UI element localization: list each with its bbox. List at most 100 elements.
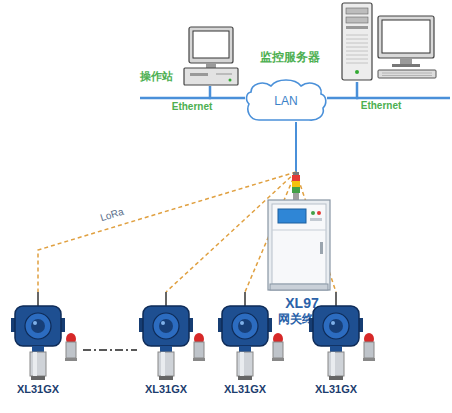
icon-part xyxy=(346,8,368,14)
icon-part xyxy=(30,352,46,376)
icon-part xyxy=(329,376,343,380)
icon-part xyxy=(158,352,174,376)
icon-part xyxy=(216,73,232,75)
gas-detector-icon xyxy=(216,292,290,382)
icon-part xyxy=(268,200,330,290)
gas-detector: XL31GX xyxy=(9,292,83,396)
device-model-label: XL31GX xyxy=(9,382,67,396)
icon-part xyxy=(292,187,300,193)
gas-detector: XL31GX xyxy=(216,292,290,396)
server-icon xyxy=(338,2,438,82)
lora-link xyxy=(38,172,296,292)
monitor-server: 监控服务器 xyxy=(260,2,440,82)
icon-part xyxy=(278,209,306,223)
icon-part xyxy=(229,79,232,82)
icon-part xyxy=(330,346,342,352)
gateway-cabinet xyxy=(258,172,338,292)
icon-part xyxy=(31,319,45,333)
icon-part xyxy=(239,346,251,352)
icon-part xyxy=(323,313,349,339)
gas-detector: XL31GX xyxy=(137,292,211,396)
icon-part xyxy=(392,64,420,67)
icon-part xyxy=(378,16,434,58)
icon-part xyxy=(237,352,253,376)
computer-icon xyxy=(182,26,240,86)
gateway-terminal: XL97网关终端 xyxy=(258,172,346,327)
icon-part xyxy=(293,193,299,200)
icon-part xyxy=(25,313,51,339)
icon-part xyxy=(346,35,368,63)
network-line xyxy=(210,86,245,98)
icon-part xyxy=(382,73,432,76)
icon-part xyxy=(292,175,300,181)
icon-part xyxy=(238,319,252,333)
icon-part xyxy=(222,306,268,346)
icon-part xyxy=(143,306,189,346)
icon-part xyxy=(190,73,208,76)
icon-part xyxy=(364,342,374,358)
icon-part xyxy=(355,70,359,74)
edge-label-holder: LoRa xyxy=(98,206,126,225)
icon-part xyxy=(31,376,45,380)
icon-part xyxy=(33,321,37,325)
icon-part xyxy=(270,284,328,290)
icon-part xyxy=(247,80,326,120)
icon-part xyxy=(317,211,321,215)
icon-part xyxy=(363,358,375,361)
icon-part xyxy=(329,319,343,333)
bus-chain-line xyxy=(83,349,137,350)
connection-label: Ethernet xyxy=(360,100,403,112)
icon-part xyxy=(346,26,368,29)
connection-label: LoRa xyxy=(98,206,126,225)
network-line xyxy=(327,82,357,98)
icon-part xyxy=(346,17,368,23)
icon-part xyxy=(310,218,322,221)
icon-part xyxy=(238,376,252,380)
icon-part xyxy=(244,292,246,307)
icon-part xyxy=(161,352,165,376)
icon-part xyxy=(159,376,173,380)
icon-part xyxy=(292,181,300,187)
connection-label: Ethernet xyxy=(171,101,214,113)
icon-part xyxy=(15,306,61,346)
lan-cloud: LAN xyxy=(245,78,327,122)
icon-part xyxy=(272,204,326,284)
icon-part xyxy=(240,321,244,325)
icon-part xyxy=(193,31,229,58)
icon-part xyxy=(160,346,172,352)
icon-part xyxy=(272,230,326,231)
network-label: LAN xyxy=(274,94,297,108)
icon-part xyxy=(378,70,436,78)
icon-part xyxy=(328,352,344,376)
ethernet-bus xyxy=(356,97,450,100)
icon-part xyxy=(240,352,244,376)
icon-part xyxy=(382,20,430,53)
network-line xyxy=(295,122,297,172)
icon-part xyxy=(189,27,233,63)
icon-part xyxy=(313,306,359,346)
icon-part xyxy=(272,358,284,361)
device-model-label: XL31GX xyxy=(137,382,195,396)
icon-part xyxy=(153,313,179,339)
icon-part xyxy=(206,63,216,68)
icon-part xyxy=(193,358,205,361)
gas-detector-icon xyxy=(307,292,381,382)
icon-part xyxy=(37,292,39,307)
icon-part xyxy=(273,342,283,358)
edge-label-holder: Ethernet xyxy=(360,100,403,112)
icon-part xyxy=(293,172,299,175)
icon-part xyxy=(331,352,335,376)
device-label: 监控服务器 xyxy=(260,49,320,66)
icon-part xyxy=(165,292,167,307)
icon-part xyxy=(342,3,372,80)
operator-station: 操作站 xyxy=(140,26,240,86)
icon-part xyxy=(32,346,44,352)
gas-detector-icon xyxy=(9,292,83,382)
icon-part xyxy=(331,321,335,325)
icon-part xyxy=(194,342,204,358)
icon-part xyxy=(161,321,165,325)
device-model-label: XL31GX xyxy=(216,382,274,396)
icon-part xyxy=(311,211,315,215)
icon-part xyxy=(335,292,337,307)
